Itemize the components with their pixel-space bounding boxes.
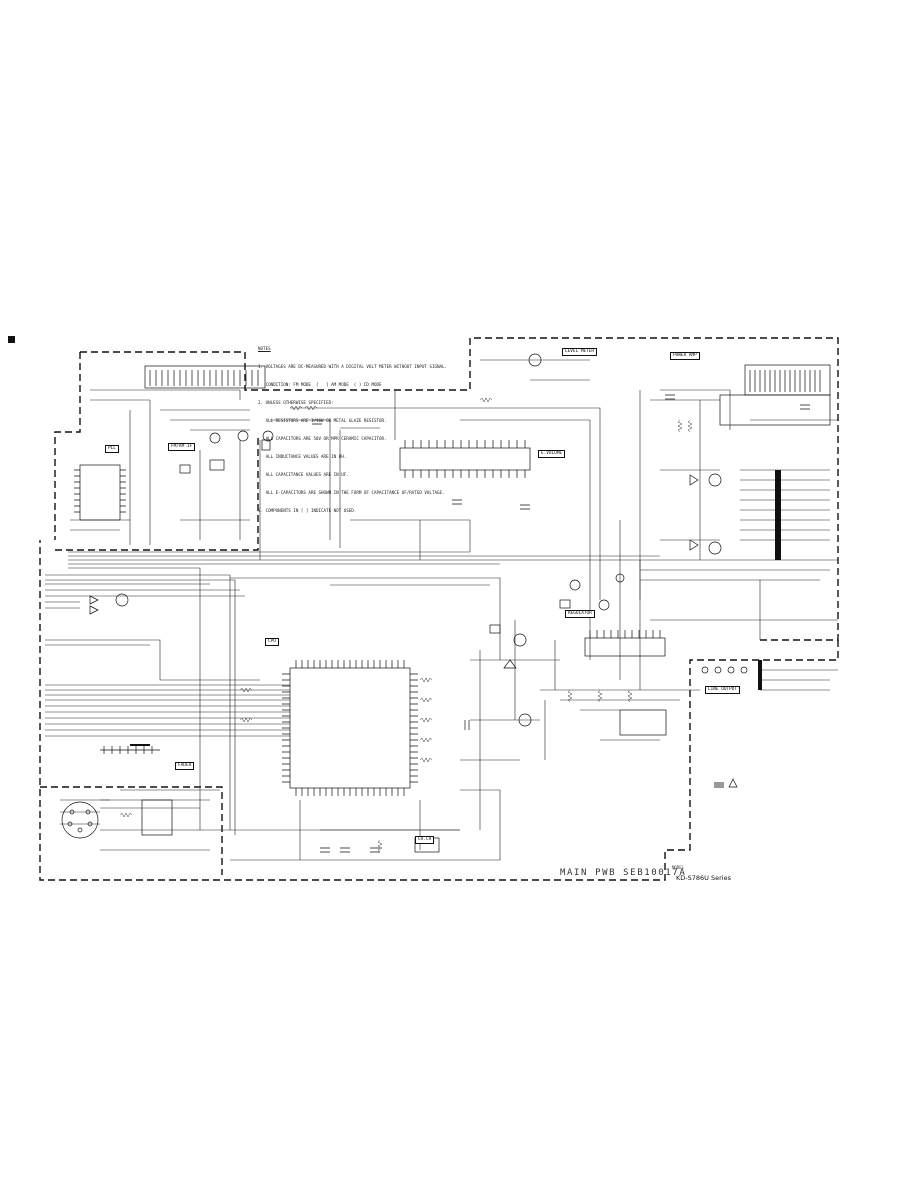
cpu-label: CPU [265,638,279,646]
ch-interface-label: CH.CH [415,836,435,844]
regulator-label: REGULATOR [565,610,595,618]
notes-line: 3. COMPONENTS IN [ ] INDICATE NOT USED. [258,508,357,513]
main-wiring [45,359,838,861]
fm-if-label: FM/AM IF [168,443,196,451]
notes-line: ALL CAPACITANCE VALUES ARE IN UF. [258,472,349,477]
fader-label: FADER [175,762,195,770]
line-output-label: LINE OUTPUT [705,686,741,694]
board-outline [39,337,839,881]
board-title: MAIN PWB SEB10017A [560,868,687,878]
e-volume-label: E.VOLUME [538,450,566,458]
power-amp-ic [719,394,831,426]
cpu-ic [289,667,411,789]
schematic-notes: NOTES 1. VOLTAGES ARE DC-MEASURED WITH A… [258,334,468,520]
notes-line: 1. VOLTAGES ARE DC-MEASURED WITH A DIGIT… [258,364,448,369]
notes-line: 2. UNLESS OTHERWISE SPECIFIED: [258,400,334,405]
power-amp-label: POWER AMP [670,352,700,360]
fader-ic [141,799,173,836]
ch-connector [61,801,99,839]
notes-line: ALL INDUCTANCE VALUES ARE IN UH. [258,454,347,459]
notes-line: ALL E-CAPACITORS ARE SHOWN IN THE FORM O… [258,490,445,495]
regulator-ic [584,637,666,657]
pll-label: PLL [105,445,119,453]
notes-heading: NOTES [258,346,271,351]
resistors [119,397,693,853]
components [61,353,831,853]
level-meter-label: LEVEL METER [562,348,598,356]
notes-line: ALL CAPACITORS ARE 50V OR MPR CERAMIC CA… [258,436,387,441]
page-corner-mark [8,336,15,343]
e-volume-ic [399,447,531,471]
model-series: KD-S786U Series [676,874,731,882]
top-connector [144,365,266,389]
model-label: MODEL [672,865,685,870]
notes-line: ALL RESISTORS ARE 1/16W OR METAL GLAZE R… [258,418,387,423]
pll-ic [79,464,121,521]
notes-line: CONDITION: FM MODE [ ] AM MODE ( ) CD MO… [258,382,382,387]
power-amp-connector [744,364,831,396]
